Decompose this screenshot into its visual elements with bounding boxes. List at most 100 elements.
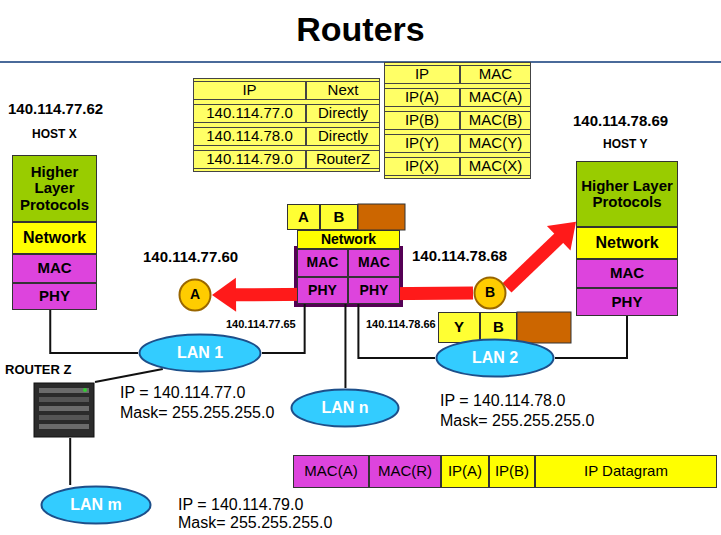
- router-slot: [39, 406, 89, 411]
- node-text: LAN n: [321, 399, 368, 417]
- router-picture: [33, 382, 95, 438]
- layer-box: Network: [12, 222, 97, 254]
- lan-ellipse: LAN 1: [138, 333, 262, 373]
- connector-line: [507, 238, 559, 288]
- flow-arrow: [212, 278, 473, 312]
- text-label: 140.114.77.62: [8, 100, 103, 117]
- node-text: Higher Layer Protocols: [579, 178, 675, 211]
- text-label: 140.114.78.69: [573, 112, 668, 129]
- text-label: 140.114.78.68: [412, 247, 507, 264]
- cell-text: IP(Y): [405, 135, 439, 152]
- cell-text: MAC(X): [469, 158, 522, 175]
- table-cell: IP(A): [384, 88, 460, 107]
- cell-text: MAC(B): [469, 112, 522, 129]
- router-frame: [296, 248, 402, 306]
- node-text: IP(B): [495, 463, 529, 480]
- shape-fill: [437, 340, 554, 377]
- node-text: MAC(R): [378, 463, 432, 480]
- frame-field: MAC(R): [369, 455, 441, 488]
- arp-table: IP MAC IP(A) MAC(A) IP(B) MAC(B) IP(Y) MAC(Y) IP…: [384, 62, 531, 179]
- connector-line: [344, 304, 346, 388]
- table-cell: Directly: [306, 104, 380, 123]
- flow-arrow: [507, 222, 576, 288]
- connector-line: [69, 438, 71, 485]
- interface-circle: B: [473, 276, 507, 310]
- connector-line: [555, 316, 627, 358]
- table-cell: IP(X): [384, 157, 460, 176]
- node-text: B: [334, 209, 345, 226]
- layer-box: PHY: [576, 288, 678, 316]
- cell-text: IP(X): [405, 158, 439, 175]
- connector: [345, 304, 346, 388]
- layer-box: PHY: [297, 277, 348, 304]
- interface-circle: A: [178, 278, 212, 312]
- connector: [555, 316, 627, 358]
- connector: [70, 438, 71, 485]
- node-text: Network: [321, 232, 376, 247]
- lan-ellipse: LAN 2: [435, 338, 555, 378]
- payload-box: [358, 204, 405, 230]
- cell-text: MAC(Y): [469, 135, 522, 152]
- packet-field: A: [287, 204, 320, 230]
- router-slot: [39, 424, 89, 429]
- connector-line: [50, 310, 138, 353]
- router-led: [83, 388, 87, 392]
- connector-line: [358, 304, 435, 358]
- node-text: B: [493, 319, 504, 336]
- text-label: IP = 140.114.79.0: [178, 496, 303, 514]
- packet-field: B: [480, 312, 517, 343]
- table-cell: MAC(Y): [460, 134, 531, 153]
- payload-box: [517, 312, 571, 343]
- frame-field: IP Datagram: [535, 455, 717, 488]
- node-text: MAC(A): [304, 463, 357, 480]
- text-label: HOST Y: [603, 138, 647, 152]
- table-cell: 140.114.78.0: [193, 127, 306, 146]
- node-text: PHY: [39, 288, 70, 305]
- router-heading: ROUTER Z: [5, 363, 71, 377]
- shape-fill: [42, 487, 151, 524]
- node-text: LAN 1: [177, 344, 223, 362]
- text-label: IP = 140.114.78.0: [440, 392, 565, 410]
- table-cell: RouterZ: [306, 150, 380, 169]
- node-text: PHY: [308, 283, 337, 298]
- table-cell: MAC(B): [460, 111, 531, 130]
- shape-fill: [292, 390, 399, 427]
- node-text: MAC: [610, 265, 644, 282]
- text-label: IP = 140.114.77.0: [120, 384, 245, 402]
- node-text: Y: [454, 319, 464, 336]
- table-cell: MAC(A): [460, 88, 531, 107]
- cell-text: IP: [415, 66, 429, 83]
- table-cell: IP(Y): [384, 134, 460, 153]
- layer-box: PHY: [12, 283, 97, 310]
- text-label: Mask= 255.255.255.0: [120, 404, 274, 422]
- shape-fill: [180, 280, 211, 311]
- router-slot: [39, 388, 89, 393]
- layer-box: MAC: [576, 259, 678, 288]
- layer-box: PHY: [348, 277, 400, 304]
- node-text: MAC: [37, 260, 71, 277]
- cell-text: MAC(A): [469, 89, 522, 106]
- cell-text: Directly: [318, 105, 368, 122]
- connector: [50, 310, 138, 353]
- connector-line: [95, 369, 163, 382]
- shape-fill: [475, 278, 506, 309]
- table-cell: MAC(X): [460, 157, 531, 176]
- node-text: LAN m: [70, 496, 122, 514]
- arrow-head: [212, 278, 236, 312]
- table-cell: MAC: [460, 65, 531, 84]
- lan-ellipse: LAN n: [290, 388, 400, 428]
- router-body: [34, 383, 94, 437]
- node-text: MAC: [307, 255, 339, 270]
- table-cell: IP: [384, 65, 460, 84]
- node-text: IP(A): [448, 463, 482, 480]
- layer-box: Higher Layer Protocols: [576, 161, 678, 227]
- node-text: A: [298, 209, 309, 226]
- cell-text: IP: [242, 82, 256, 99]
- node-text: MAC: [358, 255, 390, 270]
- router-icon: ROUTER Z: [33, 382, 95, 438]
- cell-text: IP(A): [405, 89, 439, 106]
- node-text: B: [485, 285, 495, 300]
- cell-text: IP(B): [405, 112, 439, 129]
- table-cell: IP(B): [384, 111, 460, 130]
